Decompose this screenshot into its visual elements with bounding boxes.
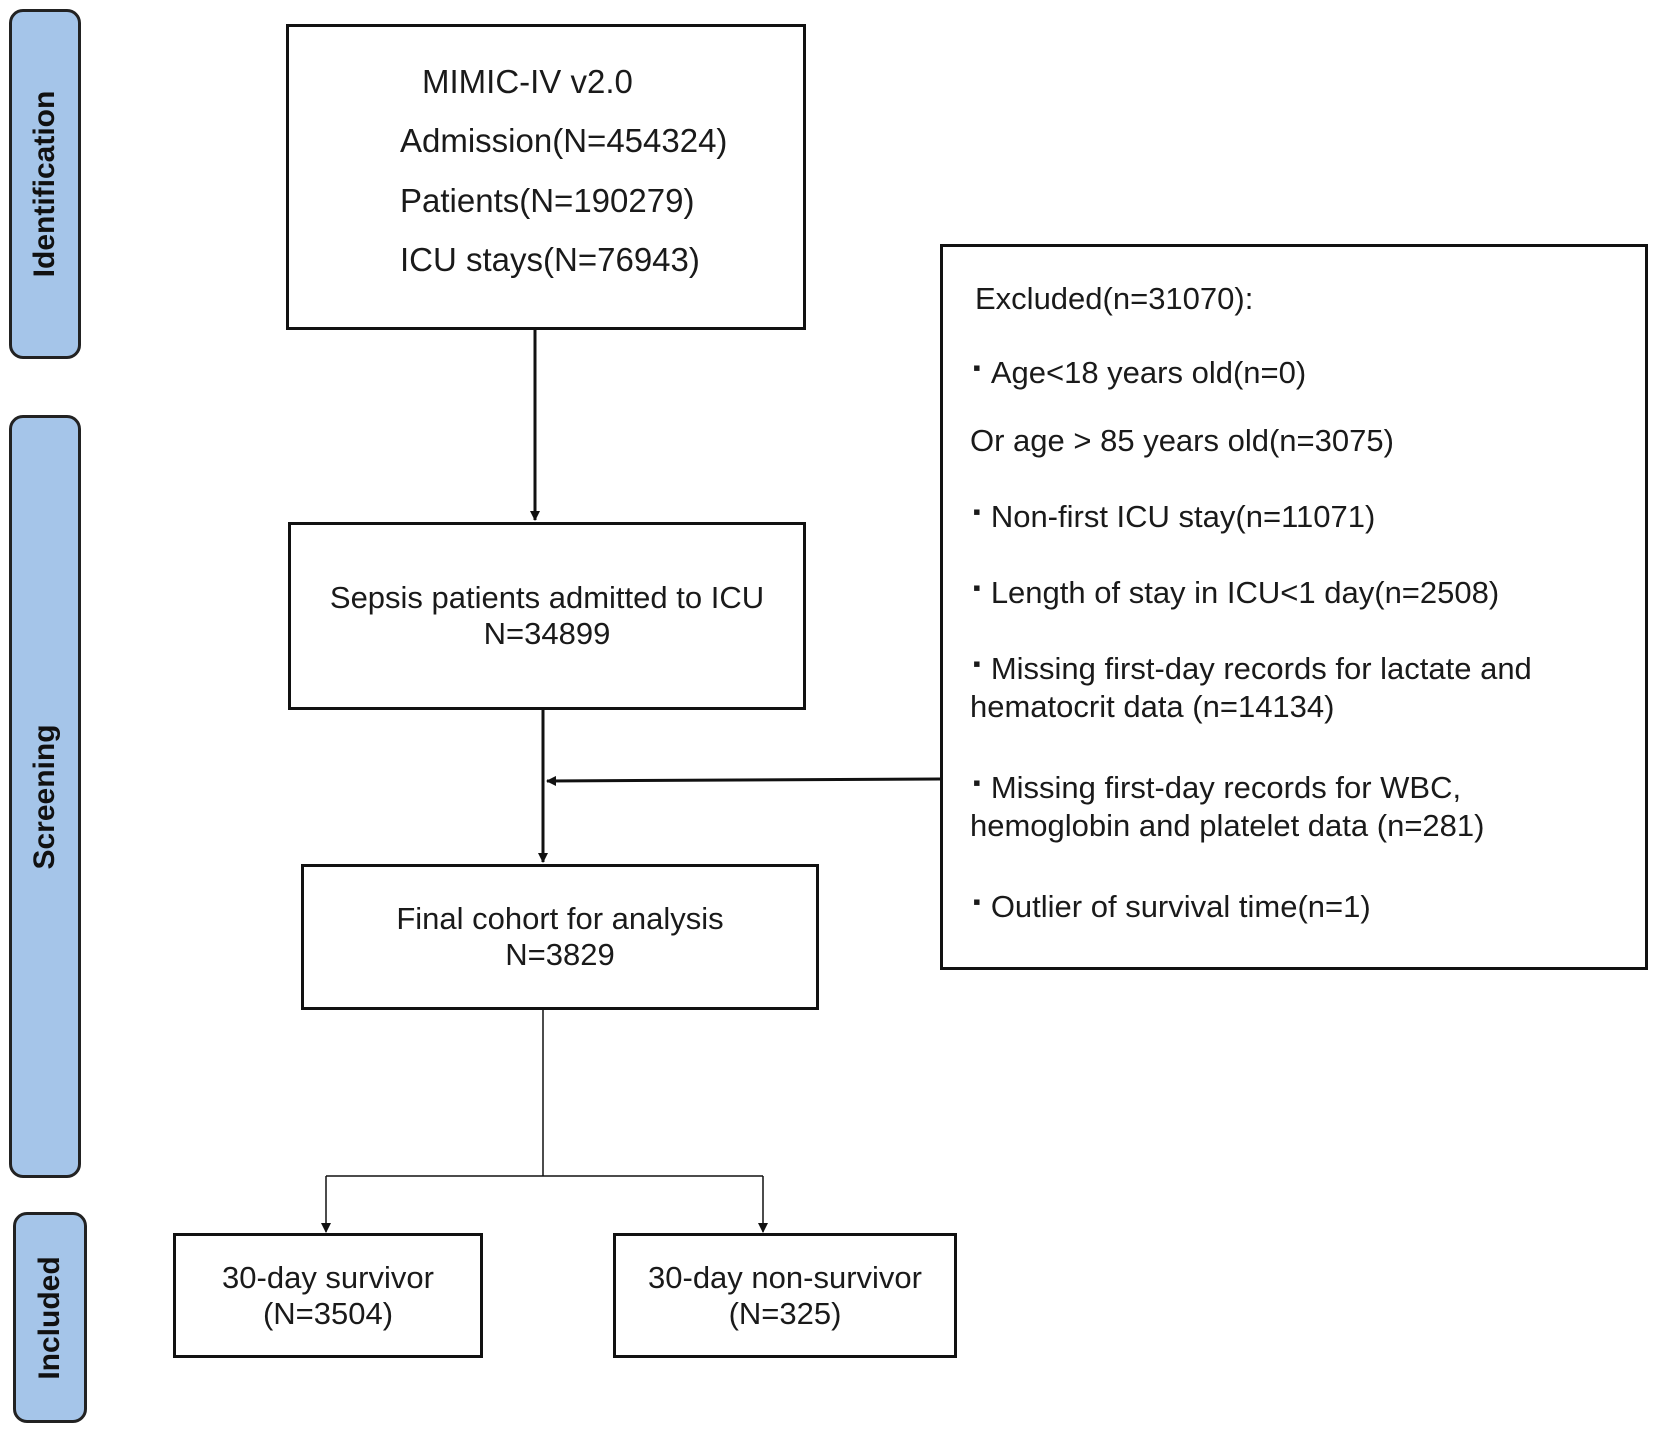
excluded-box: Excluded(n=31070): ▪ Age<18 years old(n=0…: [940, 244, 1648, 970]
excluded-title: Excluded(n=31070):: [975, 281, 1254, 316]
survivor-box: 30-day survivor (N=3504): [173, 1233, 483, 1358]
bullet-icon: ▪: [973, 575, 981, 600]
final-cohort-label: Final cohort for analysis: [396, 901, 724, 936]
final-cohort-count: N=3829: [505, 937, 615, 972]
phase-identification-label: Identification: [28, 90, 61, 278]
bullet-icon: ▪: [973, 770, 981, 795]
exclusion-item-survival-outlier: ▪ Outlier of survival time(n=1): [973, 889, 1371, 925]
sepsis-label: Sepsis patients admitted to ICU: [329, 580, 765, 615]
final-cohort-box: Final cohort for analysis N=3829: [301, 864, 819, 1010]
phase-screening-label: Screening: [28, 723, 61, 870]
non-survivor-count: (N=325): [728, 1295, 842, 1331]
source-icu-stays: ICU stays(N=76943): [400, 241, 700, 278]
sepsis-box: Sepsis patients admitted to ICU N=34899: [288, 522, 806, 710]
non-survivor-box: 30-day non-survivor (N=325): [613, 1233, 957, 1358]
exclusion-item-label: Length of stay in ICU<1 day(n=2508): [990, 575, 1500, 610]
bullet-icon: ▪: [973, 499, 981, 524]
exclusion-item-label: Missing first-day records for WBC,: [990, 770, 1462, 805]
phase-included: Included: [13, 1212, 87, 1423]
source-title: MIMIC-IV v2.0: [422, 63, 633, 100]
exclusion-item-age-continued: Or age > 85 years old(n=3075): [970, 423, 1394, 458]
exclusion-item-label: Non-first ICU stay(n=11071): [990, 499, 1376, 534]
phase-included-label: Included: [33, 1255, 66, 1380]
non-survivor-label: 30-day non-survivor: [648, 1259, 922, 1295]
exclusion-item-lactate-continued: hematocrit data (n=14134): [970, 689, 1335, 724]
exclusion-item-length-of-stay: ▪ Length of stay in ICU<1 day(n=2508): [973, 575, 1499, 611]
survivor-label: 30-day survivor: [222, 1259, 434, 1295]
sepsis-count: N=34899: [483, 616, 611, 651]
source-admission: Admission(N=454324): [400, 122, 728, 159]
exclusion-item-lactate: ▪ Missing first-day records for lactate a…: [973, 651, 1532, 687]
phase-screening: Screening: [9, 415, 81, 1178]
bullet-icon: ▪: [973, 355, 981, 380]
bullet-icon: ▪: [973, 889, 981, 914]
exclusion-item-label: Age<18 years old(n=0): [990, 355, 1307, 390]
exclusion-item-non-first-icu: ▪ Non-first ICU stay(n=11071): [973, 499, 1375, 535]
exclusion-item-wbc-continued: hemoglobin and platelet data (n=281): [970, 808, 1485, 843]
arrow-excluded: [546, 775, 941, 786]
exclusion-item-label: Outlier of survival time(n=1): [990, 889, 1371, 924]
exclusion-item-label: Missing first-day records for lactate an…: [990, 651, 1532, 686]
source-box: MIMIC-IV v2.0 Admission(N=454324) Patien…: [286, 24, 806, 330]
survivor-count: (N=3504): [262, 1295, 394, 1331]
phase-identification: Identification: [9, 9, 81, 359]
exclusion-item-wbc: ▪ Missing first-day records for WBC,: [973, 770, 1461, 806]
exclusion-item-age: ▪ Age<18 years old(n=0): [973, 355, 1306, 391]
source-patients: Patients(N=190279): [400, 182, 695, 219]
bullet-icon: ▪: [973, 651, 981, 676]
